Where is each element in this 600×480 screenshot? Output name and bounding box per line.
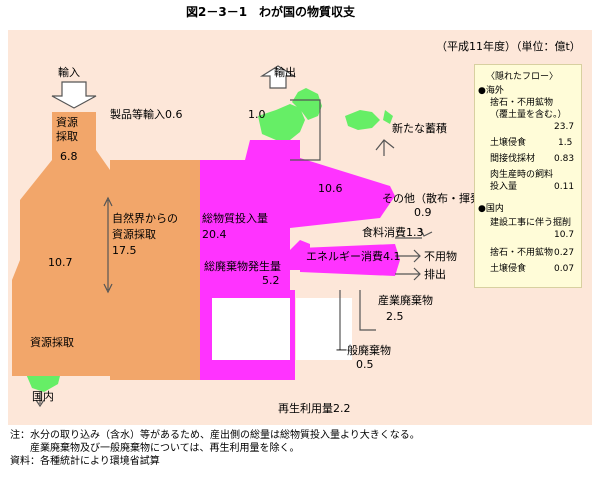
hf-overseas-3-label: 肉生産時の飼料 bbox=[490, 170, 554, 180]
product-import-label: 製品等輸入0.6 bbox=[110, 108, 183, 121]
nature-label-1: 自然界からの bbox=[112, 212, 178, 225]
page-title: 図2－3－1 わが国の物質収支 bbox=[186, 5, 356, 19]
industrial-waste-label: 産業廃棄物 bbox=[378, 294, 433, 307]
hf-domestic-2-value: 0.07 bbox=[554, 264, 575, 274]
hf-domestic-1-label: 捨石・不用鉱物 bbox=[490, 248, 554, 258]
flow-arrows bbox=[35, 65, 433, 408]
hf-domestic-1-value: 0.27 bbox=[554, 248, 575, 258]
hidden-flows-title: 〈隠れたフロー〉 bbox=[486, 72, 559, 82]
domestic-header: ●国内 bbox=[478, 204, 504, 214]
new-stock-label: 新たな蓄積 bbox=[392, 122, 447, 135]
nature-value: 17.5 bbox=[112, 244, 137, 257]
unused-label: 不用物 bbox=[424, 250, 457, 263]
other-value: 0.9 bbox=[414, 206, 432, 219]
waste-generation-value: 5.2 bbox=[262, 274, 280, 287]
total-input-value: 20.4 bbox=[202, 228, 227, 241]
general-waste-value: 0.5 bbox=[356, 358, 374, 371]
overseas-header: ●海外 bbox=[478, 86, 504, 96]
energy-label: エネルギー消費4.1 bbox=[306, 250, 401, 263]
hf-overseas-2-label: 間接伐採材 bbox=[490, 154, 536, 164]
stock-value: 10.6 bbox=[318, 182, 343, 195]
hf-overseas-0-value: 23.7 bbox=[554, 122, 575, 132]
export-label: 輸出 bbox=[274, 66, 296, 79]
recycle-label: 再生利用量2.2 bbox=[278, 402, 351, 415]
total-input-label: 総物質投入量 bbox=[202, 212, 268, 225]
hf-overseas-3-value: 0.11 bbox=[554, 182, 575, 192]
hf-domestic-0-label: 建設工事に伴う掘削 bbox=[490, 218, 572, 228]
import-flow bbox=[12, 112, 200, 380]
domestic-extraction-label: 資源採取 bbox=[30, 336, 74, 349]
food-label: 食料消費1.3 bbox=[362, 226, 424, 239]
resource-extraction-value: 6.8 bbox=[60, 150, 78, 163]
hf-domestic-0-value: 10.7 bbox=[554, 230, 575, 240]
waste-generation-label: 総廃棄物発生量 bbox=[204, 260, 281, 273]
other-label: その他（散布・揮発） bbox=[382, 192, 492, 205]
hidden-flows-box bbox=[474, 64, 582, 288]
note-2: 産業廃棄物及び一般廃棄物については、再生利用量を除く。 bbox=[10, 443, 300, 454]
general-waste-label: 一般廃棄物 bbox=[336, 344, 391, 357]
source-note: 資料：各種統計により環境省試算 bbox=[10, 456, 160, 467]
recycle-loop bbox=[212, 298, 290, 360]
unit-note: （平成11年度）（単位：億t） bbox=[436, 40, 581, 53]
hf-overseas-0-label: 捨石・不用鉱物 bbox=[490, 98, 554, 108]
note-1: 注：水分の取り込み（含水）等があるため、産出側の総量は総物質投入量より大きくなる… bbox=[10, 430, 420, 441]
hf-overseas-1-label: 土壌侵食 bbox=[490, 138, 527, 148]
hf-overseas-3-label2: 投入量 bbox=[490, 182, 518, 192]
import-label: 輸入 bbox=[58, 66, 80, 79]
hf-overseas-2-value: 0.83 bbox=[554, 154, 575, 164]
industrial-waste-value: 2.5 bbox=[386, 310, 404, 323]
left-flow-value: 10.7 bbox=[48, 256, 73, 269]
nature-label-2: 資源採取 bbox=[112, 228, 156, 241]
domestic-label: 国内 bbox=[32, 390, 54, 403]
export-value: 1.0 bbox=[248, 108, 266, 121]
hf-overseas-1-value: 1.5 bbox=[558, 138, 573, 148]
hf-overseas-0-label2: （覆土量を含む。） bbox=[490, 110, 567, 120]
hf-domestic-2-label: 土壌侵食 bbox=[490, 264, 527, 274]
discharge-label: 排出 bbox=[424, 268, 446, 281]
resource-extraction-label: 資源 bbox=[56, 116, 78, 129]
resource-extraction-label-2: 採取 bbox=[56, 130, 78, 143]
